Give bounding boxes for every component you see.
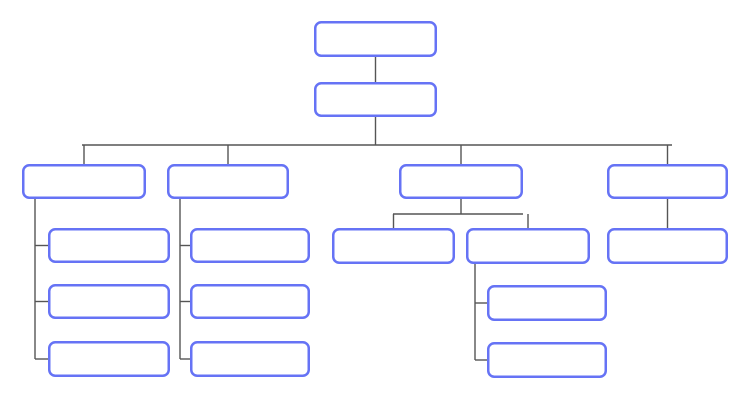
node-n1[interactable] bbox=[314, 21, 437, 57]
node-box-n13[interactable] bbox=[332, 228, 455, 264]
node-n14[interactable] bbox=[466, 228, 590, 264]
node-box-n16[interactable] bbox=[487, 285, 607, 321]
node-box-n11[interactable] bbox=[190, 284, 310, 319]
node-box-n8[interactable] bbox=[48, 284, 170, 319]
node-n3[interactable] bbox=[22, 164, 146, 199]
node-n2[interactable] bbox=[314, 82, 437, 117]
node-box-n12[interactable] bbox=[190, 341, 310, 377]
node-box-n17[interactable] bbox=[487, 342, 607, 378]
node-box-n9[interactable] bbox=[48, 341, 170, 377]
node-n13[interactable] bbox=[332, 228, 455, 264]
node-n16[interactable] bbox=[487, 285, 607, 321]
node-box-n15[interactable] bbox=[607, 228, 728, 264]
node-layer bbox=[22, 21, 728, 378]
node-n7[interactable] bbox=[48, 228, 170, 263]
node-box-n6[interactable] bbox=[607, 164, 728, 199]
node-n5[interactable] bbox=[399, 164, 523, 199]
node-n9[interactable] bbox=[48, 341, 170, 377]
node-n12[interactable] bbox=[190, 341, 310, 377]
node-n4[interactable] bbox=[167, 164, 289, 199]
node-box-n5[interactable] bbox=[399, 164, 523, 199]
node-box-n1[interactable] bbox=[314, 21, 437, 57]
node-box-n14[interactable] bbox=[466, 228, 590, 264]
node-box-n2[interactable] bbox=[314, 82, 437, 117]
node-box-n7[interactable] bbox=[48, 228, 170, 263]
node-n8[interactable] bbox=[48, 284, 170, 319]
node-n17[interactable] bbox=[487, 342, 607, 378]
connector-layer bbox=[34, 57, 672, 361]
node-n10[interactable] bbox=[190, 228, 310, 263]
node-box-n3[interactable] bbox=[22, 164, 146, 199]
node-n15[interactable] bbox=[607, 228, 728, 264]
node-box-n10[interactable] bbox=[190, 228, 310, 263]
node-n11[interactable] bbox=[190, 284, 310, 319]
node-n6[interactable] bbox=[607, 164, 728, 199]
node-box-n4[interactable] bbox=[167, 164, 289, 199]
